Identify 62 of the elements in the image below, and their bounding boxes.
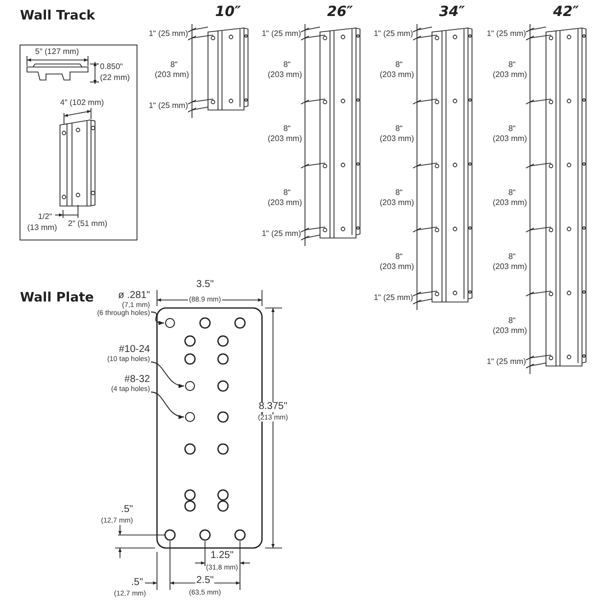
dimension-label: (203 mm) bbox=[268, 199, 302, 207]
dimension-label: (203 mm) bbox=[492, 327, 527, 335]
dimension-label: 1" (25 mm) bbox=[262, 230, 301, 238]
dimension-label: (203 mm) bbox=[380, 199, 414, 207]
dimension-label: 4" (102 mm) bbox=[60, 99, 104, 107]
dimension-label: (22 mm) bbox=[100, 74, 130, 82]
dimension-label: 8" bbox=[395, 253, 403, 261]
dimension-label: 8" bbox=[395, 61, 403, 69]
dimension-label: 8" bbox=[508, 61, 516, 69]
section-title: Wall Track bbox=[20, 10, 96, 22]
leader-line bbox=[150, 362, 184, 388]
dimension-label: 0.850" bbox=[100, 63, 123, 71]
dimension-label: 1" (25 mm) bbox=[148, 30, 188, 38]
dimension-label: 8" bbox=[508, 189, 516, 197]
mounting-hole bbox=[185, 381, 195, 391]
mounting-hole bbox=[165, 318, 175, 328]
dimension-label: 1" (25 mm) bbox=[374, 294, 413, 302]
dimension-label: .5" bbox=[131, 578, 143, 588]
dimension-label: 8" bbox=[395, 189, 403, 197]
length-heading: 34″ bbox=[439, 5, 465, 19]
dimension-label: 8" bbox=[283, 125, 291, 133]
dimension-label: 2" (51 mm) bbox=[68, 220, 108, 228]
dimension-label: (203 mm) bbox=[268, 135, 302, 143]
dimension-label: 1" (25 mm) bbox=[486, 30, 526, 38]
section-title: Wall Plate bbox=[20, 292, 94, 304]
dimension-label: 8" bbox=[395, 125, 403, 133]
dimension-label: (203 mm) bbox=[492, 71, 527, 79]
dimension-label: (203 mm) bbox=[268, 71, 302, 79]
dimension-label: 8" bbox=[170, 61, 178, 69]
dimension-label: 8" bbox=[283, 61, 291, 69]
dimension-label: (203 mm) bbox=[380, 263, 414, 271]
leader-line bbox=[150, 312, 164, 325]
dimension-label: (203 mm) bbox=[380, 135, 414, 143]
length-heading: 26″ bbox=[327, 5, 353, 19]
dimension-label: 8" bbox=[508, 125, 516, 133]
dimension-label: 1" (25 mm) bbox=[374, 30, 413, 38]
dimension-label: 1.25" bbox=[210, 551, 234, 561]
length-heading: 10″ bbox=[215, 5, 241, 19]
dimension-label: (203 mm) bbox=[154, 71, 189, 79]
dimension-label: (203 mm) bbox=[492, 199, 527, 207]
hole-spec-label: #8-32 bbox=[123, 374, 150, 386]
dimension-label: .5" bbox=[121, 505, 133, 515]
dimension-label: 3.5" bbox=[196, 280, 214, 290]
dimension-label: (203 mm) bbox=[492, 263, 527, 271]
hole-spec-label: #10-24 bbox=[118, 344, 150, 356]
dimension-label: 1" (25 mm) bbox=[262, 30, 301, 38]
leader-line bbox=[150, 392, 184, 418]
dimension-label: 8" bbox=[283, 189, 291, 197]
dimension-label: 1/2" bbox=[38, 213, 52, 221]
dimension-label: (203 mm) bbox=[492, 135, 527, 143]
dimension-label: 8" bbox=[508, 317, 516, 325]
hole-spec-label: ø .281" bbox=[117, 290, 150, 302]
dimension-label: 8" bbox=[508, 253, 516, 261]
dimension-label: 5" (127 mm) bbox=[35, 48, 79, 56]
dimension-label: 1" (25 mm) bbox=[148, 102, 188, 110]
dimension-label: 8.375" bbox=[258, 402, 288, 412]
dimension-label: 2.5" bbox=[195, 576, 215, 586]
mounting-hole bbox=[185, 412, 195, 422]
dimension-label: (203 mm) bbox=[380, 71, 414, 79]
dimension-label: (13 mm) bbox=[27, 224, 57, 232]
dimension-label: 1" (25 mm) bbox=[486, 358, 526, 366]
length-heading: 42″ bbox=[553, 5, 579, 19]
